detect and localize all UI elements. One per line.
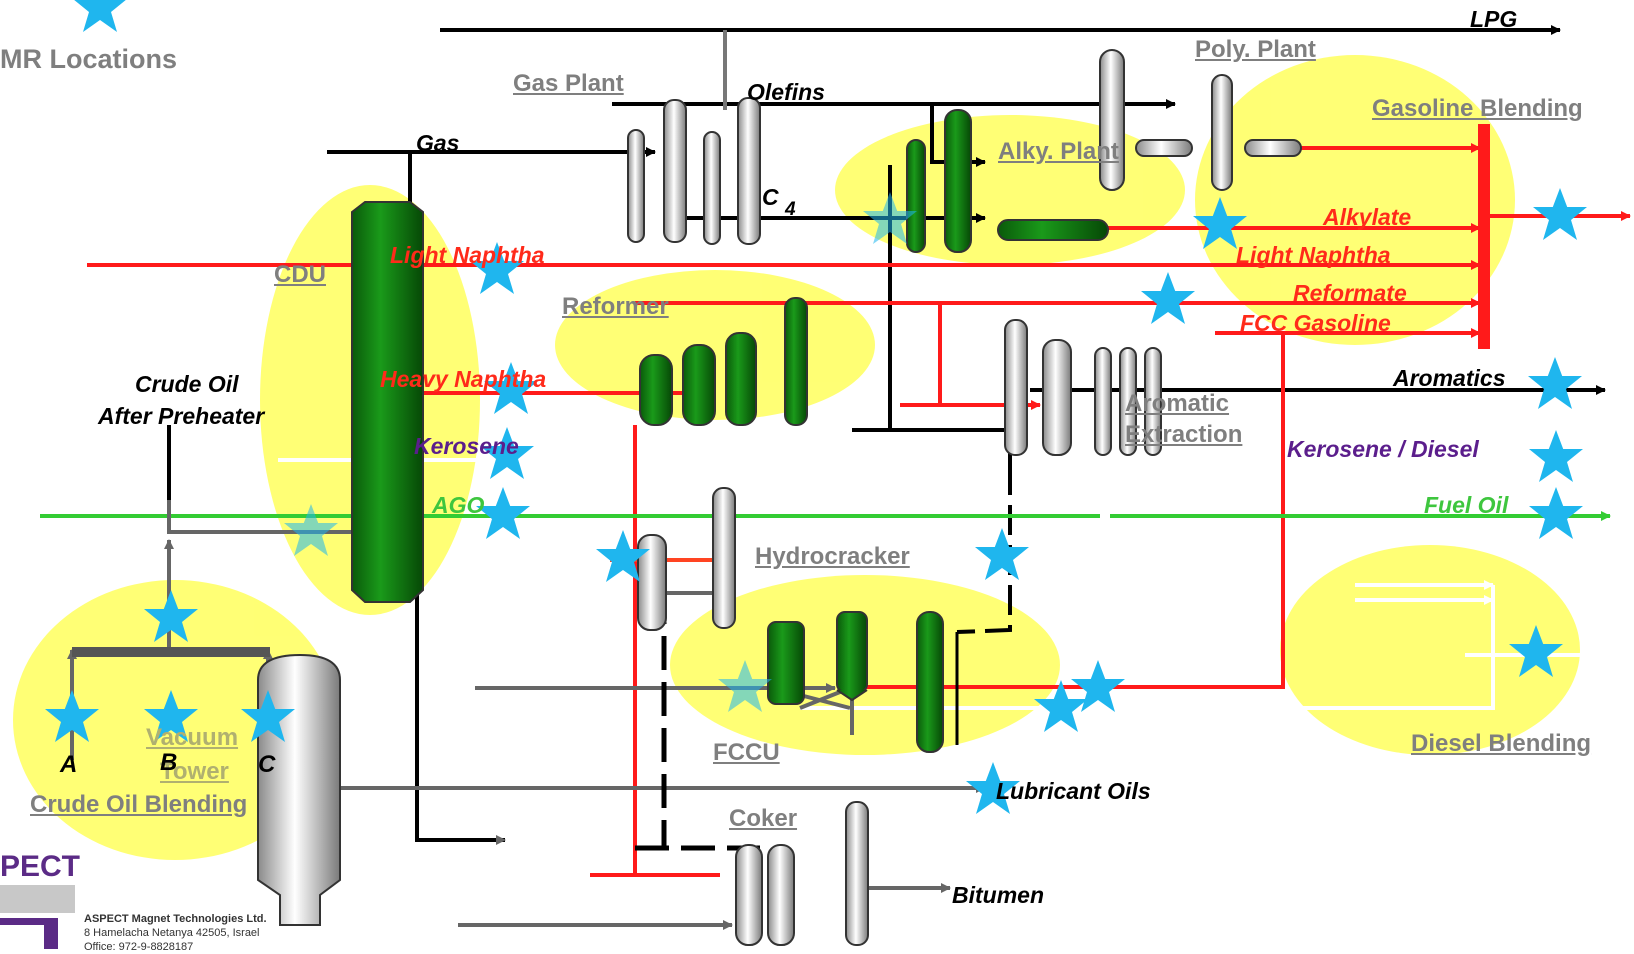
unit-crude-oil-blending: Crude Oil Blending xyxy=(30,791,248,818)
logo-mark-inner xyxy=(0,925,44,949)
unit-gas-plant: Gas Plant xyxy=(513,70,624,97)
stream-c4: C xyxy=(762,184,779,210)
stream-gas: Gas xyxy=(416,130,460,156)
stream-light-naphtha-right: Light Naphtha xyxy=(1236,242,1391,268)
vessels xyxy=(257,49,1302,946)
gasoline-blend-header xyxy=(1478,124,1490,349)
logo-bar xyxy=(0,885,75,913)
cdu-column xyxy=(351,201,424,603)
feed-a-label: A xyxy=(60,751,78,778)
stream-bitumen: Bitumen xyxy=(952,882,1044,908)
company-logo: PECT xyxy=(0,850,81,883)
unit-vacuum-tower-1: Vacuum xyxy=(146,724,239,751)
stream-crude-oil: Crude Oil xyxy=(135,371,239,397)
star-icon xyxy=(1141,272,1195,324)
stream-aromatics: Aromatics xyxy=(1393,365,1506,391)
unit-cdu: CDU xyxy=(274,261,326,288)
crude-blend-header xyxy=(72,647,270,657)
zone-gasoline-blending xyxy=(1195,55,1515,345)
unit-hydrocracker: Hydrocracker xyxy=(755,543,910,570)
star-icon xyxy=(975,528,1029,580)
stream-fcc-gasoline: FCC Gasoline xyxy=(1240,310,1391,336)
unit-coker: Coker xyxy=(729,805,798,832)
stream-lubricant-oils: Lubricant Oils xyxy=(996,778,1151,804)
stream-alkylate: Alkylate xyxy=(1323,204,1412,230)
star-icon xyxy=(1528,357,1582,409)
unit-aromatic-extraction-2: Extraction xyxy=(1125,421,1243,448)
vacuum-tower xyxy=(257,653,341,926)
company-name: ASPECT Magnet Technologies Ltd. xyxy=(84,913,267,925)
stream-light-naphtha-left: Light Naphtha xyxy=(390,242,545,268)
star-icon xyxy=(1529,430,1583,482)
unit-reformer: Reformer xyxy=(562,293,669,320)
unit-aromatic-extraction-1: Aromatic xyxy=(1125,390,1230,417)
star-icon xyxy=(1529,487,1583,539)
legend-star-icon xyxy=(73,0,127,32)
stream-kerosene-diesel: Kerosene / Diesel xyxy=(1287,436,1479,462)
stream-lpg: LPG xyxy=(1470,6,1518,32)
stream-kerosene: Kerosene xyxy=(414,433,519,459)
stream-ago: AGO xyxy=(432,492,485,518)
unit-fccu: FCCU xyxy=(713,739,780,766)
stream-fuel-oil: Fuel Oil xyxy=(1424,492,1509,518)
stream-reformate: Reformate xyxy=(1293,280,1407,306)
legend-label: MR Locations xyxy=(0,44,178,74)
stream-olefins: Olefins xyxy=(747,79,825,105)
stream-after-preheater: After Preheater xyxy=(98,403,265,429)
stream-c4-subscript: 4 xyxy=(785,199,796,220)
unit-poly-plant: Poly. Plant xyxy=(1195,36,1316,63)
zone-diesel-blending xyxy=(1280,545,1580,755)
feed-c-label: C xyxy=(258,751,276,778)
company-address: 8 Hamelacha Netanya 42505, Israel xyxy=(84,927,260,939)
unit-alky-plant: Alky. Plant xyxy=(998,138,1119,165)
unit-vacuum-tower-2: Tower xyxy=(160,758,229,785)
feed-b-label: B xyxy=(160,749,178,776)
company-office: Office: 972-9-8828187 xyxy=(84,941,194,953)
unit-diesel-blending: Diesel Blending xyxy=(1411,730,1592,757)
stream-heavy-naphtha: Heavy Naphtha xyxy=(380,366,547,392)
unit-gasoline-blending: Gasoline Blending xyxy=(1372,95,1583,122)
